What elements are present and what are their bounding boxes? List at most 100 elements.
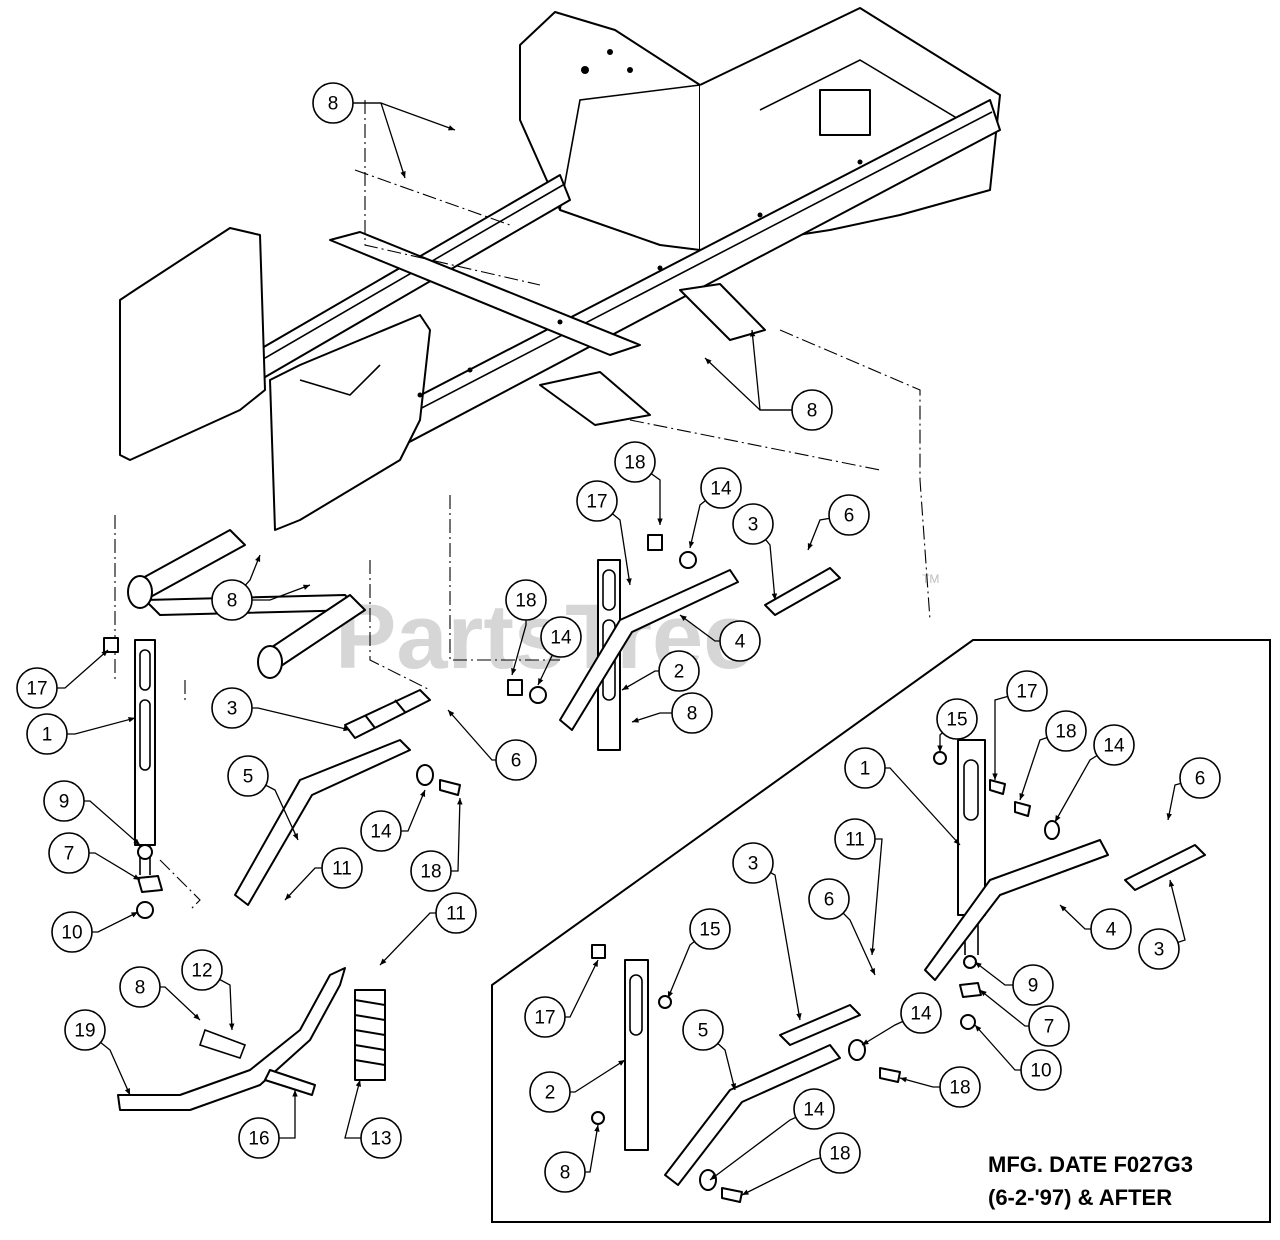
callout-circle bbox=[505, 579, 547, 621]
callout-label: 14 bbox=[370, 822, 392, 843]
callout-circle bbox=[682, 1009, 724, 1051]
callout-13a: 13 bbox=[360, 1117, 402, 1159]
callout-circle bbox=[700, 467, 742, 509]
callout-label: 9 bbox=[59, 792, 70, 813]
callout-label: 7 bbox=[64, 844, 75, 865]
callout-14e: 14 bbox=[900, 992, 942, 1034]
callout-label: 3 bbox=[748, 515, 759, 536]
callout-7b: 7 bbox=[1028, 1005, 1070, 1047]
callout-circle bbox=[435, 892, 477, 934]
arrow-c_5a bbox=[292, 833, 298, 840]
callout-label: 4 bbox=[1106, 920, 1117, 941]
callout-circle bbox=[900, 992, 942, 1034]
callout-18f: 18 bbox=[819, 1132, 861, 1174]
spring-13 bbox=[354, 989, 386, 1081]
callout-circle bbox=[48, 832, 90, 874]
callout-label: 10 bbox=[1030, 1061, 1051, 1082]
callout-9a: 9 bbox=[43, 780, 85, 822]
callout-label: 6 bbox=[824, 890, 835, 911]
arrow-c_13a bbox=[355, 1080, 362, 1087]
arrow-c_11b bbox=[380, 958, 387, 965]
callout-14c: 14 bbox=[360, 810, 402, 852]
callout-label: 7 bbox=[1044, 1017, 1055, 1038]
callout-15b: 15 bbox=[689, 908, 731, 950]
arrow-c_4a bbox=[680, 615, 687, 622]
callout-circle bbox=[939, 1066, 981, 1108]
arrow-c_2a bbox=[622, 684, 629, 690]
callout-label: 6 bbox=[1195, 769, 1206, 790]
callout-circle bbox=[732, 842, 774, 884]
callout-6a: 6 bbox=[828, 494, 870, 536]
arrow-c_2b bbox=[618, 1060, 625, 1066]
callout-circle bbox=[360, 810, 402, 852]
callout-label: 17 bbox=[586, 492, 607, 513]
callout-circle bbox=[321, 847, 363, 889]
callout-label: 14 bbox=[803, 1100, 825, 1121]
callout-3a: 3 bbox=[732, 503, 774, 545]
callout-label: 15 bbox=[946, 710, 967, 731]
callout-label: 3 bbox=[227, 699, 238, 720]
callout-label: 14 bbox=[550, 628, 572, 649]
bolt-17-left bbox=[103, 637, 119, 653]
lift-arm-5-left bbox=[234, 739, 411, 906]
callout-circle bbox=[658, 650, 700, 692]
callout-label: 1 bbox=[860, 759, 871, 780]
callout-circle bbox=[1012, 964, 1054, 1006]
callout-circle bbox=[689, 908, 731, 950]
callout-circle bbox=[834, 818, 876, 860]
leader-c_3c bbox=[752, 862, 801, 1021]
callout-label: 16 bbox=[248, 1129, 269, 1150]
callout-circle bbox=[1179, 757, 1221, 799]
callout-label: 13 bbox=[370, 1129, 391, 1150]
callout-circle bbox=[524, 996, 566, 1038]
callout-circle bbox=[1020, 1049, 1062, 1091]
fitting-7 bbox=[137, 875, 163, 893]
callout-label: 5 bbox=[243, 767, 254, 788]
callout-label: 18 bbox=[829, 1144, 850, 1165]
arrow-c_17a bbox=[626, 578, 632, 585]
callout-18b: 18 bbox=[505, 579, 547, 621]
callout-8b: 8 bbox=[791, 389, 833, 431]
washer-14-mid bbox=[529, 686, 547, 704]
callout-14f: 14 bbox=[793, 1088, 835, 1130]
callout-circle bbox=[732, 503, 774, 545]
arrow-c_9a bbox=[133, 838, 140, 845]
callout-circle bbox=[227, 755, 269, 797]
callout-label: 12 bbox=[191, 961, 212, 982]
arrow-c_3a bbox=[771, 593, 778, 600]
callout-circle bbox=[793, 1088, 835, 1130]
arrow-c_9b bbox=[975, 962, 982, 969]
pivot-shaft bbox=[127, 529, 366, 679]
arrow-c_11c bbox=[869, 948, 876, 955]
arrow-c_7a bbox=[133, 874, 140, 880]
arrow-c_3d bbox=[1168, 880, 1175, 887]
arrow-c_3c bbox=[796, 1013, 802, 1020]
pin-18-mid bbox=[507, 679, 523, 696]
arrow-c_18a bbox=[657, 518, 663, 525]
callout-11a: 11 bbox=[321, 847, 363, 889]
nut-9 bbox=[137, 844, 153, 860]
callout-label: 19 bbox=[74, 1021, 95, 1042]
callout-circle bbox=[529, 1071, 571, 1113]
callout-label: 6 bbox=[511, 751, 522, 772]
callout-3b: 3 bbox=[211, 687, 253, 729]
callout-circle bbox=[936, 698, 978, 740]
inset-note-line1: MFG. DATE F027G3 bbox=[988, 1152, 1193, 1177]
callout-8d: 8 bbox=[671, 692, 713, 734]
callout-8c: 8 bbox=[211, 579, 253, 621]
callout-circle bbox=[495, 739, 537, 781]
callout-circle bbox=[1138, 928, 1180, 970]
arrow-c_6b bbox=[448, 710, 455, 717]
callout-circle bbox=[1045, 710, 1087, 752]
callout-circle bbox=[1090, 908, 1132, 950]
arrow-c_3b bbox=[343, 725, 350, 732]
lift-arm-4-right bbox=[559, 569, 739, 731]
callout-label: 17 bbox=[534, 1008, 555, 1029]
callout-17c: 17 bbox=[1006, 670, 1048, 712]
callout-label: 8 bbox=[687, 704, 698, 725]
callout-label: 18 bbox=[420, 862, 441, 883]
callout-7a: 7 bbox=[48, 832, 90, 874]
callout-label: 18 bbox=[515, 591, 536, 612]
pin-18-right bbox=[647, 534, 663, 551]
